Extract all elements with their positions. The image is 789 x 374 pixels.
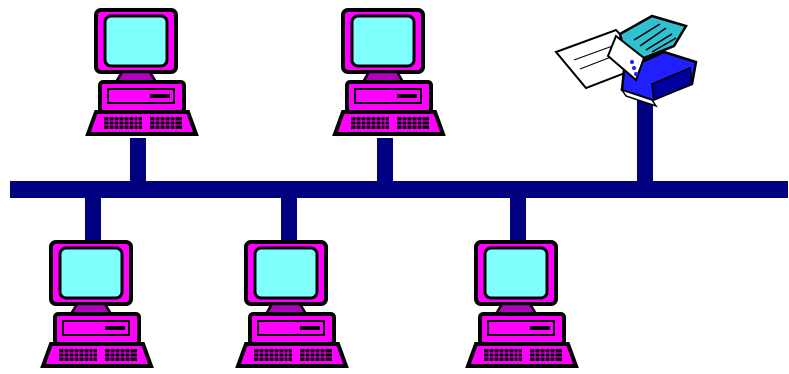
network-bus xyxy=(10,181,788,198)
drop-line xyxy=(281,196,297,242)
computer-icon xyxy=(335,10,443,134)
drop-line xyxy=(377,138,393,183)
drop-line xyxy=(130,138,146,183)
drop-line xyxy=(85,196,101,242)
computer-icon xyxy=(88,10,196,134)
drop-line xyxy=(510,196,526,242)
computer-icon xyxy=(43,242,151,366)
computer-icon xyxy=(468,242,576,366)
computer-icon xyxy=(238,242,346,366)
drop-line xyxy=(637,97,653,183)
printer-icon xyxy=(556,16,696,106)
